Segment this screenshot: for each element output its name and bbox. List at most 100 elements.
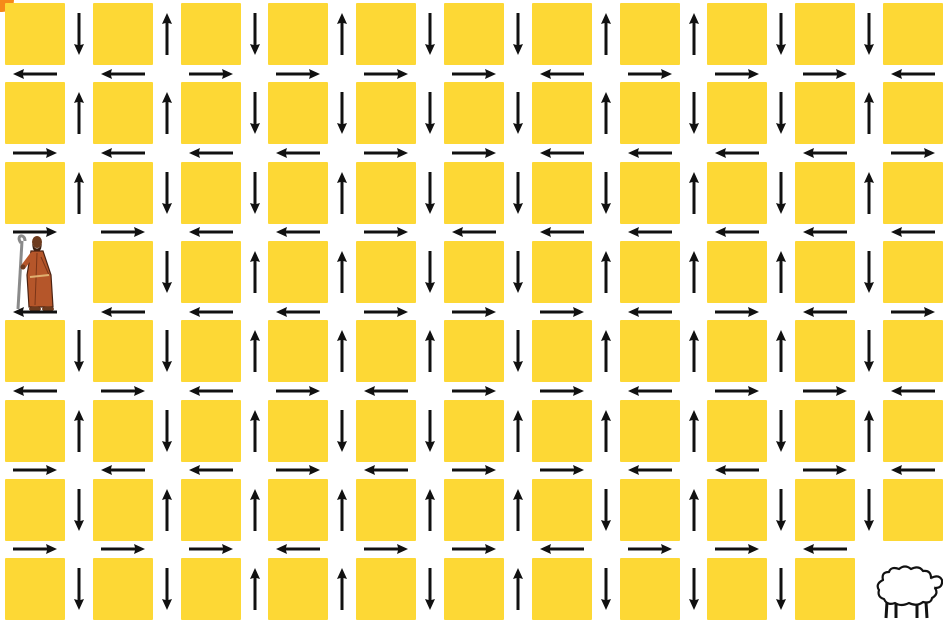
maze-tile[interactable] xyxy=(707,241,767,303)
maze-tile[interactable] xyxy=(707,82,767,144)
arrow-left-icon[interactable] xyxy=(189,148,233,158)
arrow-right-icon[interactable] xyxy=(13,148,57,158)
arrow-down-icon[interactable] xyxy=(776,172,786,214)
arrow-left-icon[interactable] xyxy=(803,227,847,237)
maze-tile[interactable] xyxy=(620,558,680,620)
arrow-left-icon[interactable] xyxy=(803,148,847,158)
maze-tile[interactable] xyxy=(181,479,241,541)
maze-tile[interactable] xyxy=(93,82,153,144)
maze-tile[interactable] xyxy=(356,479,416,541)
maze-tile[interactable] xyxy=(93,479,153,541)
arrow-down-icon[interactable] xyxy=(337,92,347,134)
maze-tile[interactable] xyxy=(532,479,592,541)
arrow-down-icon[interactable] xyxy=(162,330,172,372)
arrow-right-icon[interactable] xyxy=(13,465,57,475)
maze-tile[interactable] xyxy=(268,320,328,382)
maze-tile[interactable] xyxy=(93,162,153,224)
arrow-left-icon[interactable] xyxy=(189,227,233,237)
arrow-right-icon[interactable] xyxy=(891,148,935,158)
arrow-down-icon[interactable] xyxy=(689,92,699,134)
arrow-down-icon[interactable] xyxy=(689,568,699,610)
arrow-down-icon[interactable] xyxy=(513,251,523,293)
arrow-left-icon[interactable] xyxy=(101,148,145,158)
maze-tile[interactable] xyxy=(532,82,592,144)
maze-tile[interactable] xyxy=(707,3,767,65)
arrow-down-icon[interactable] xyxy=(74,489,84,531)
maze-tile[interactable] xyxy=(883,3,943,65)
maze-tile[interactable] xyxy=(356,3,416,65)
maze-tile[interactable] xyxy=(93,558,153,620)
maze-tile[interactable] xyxy=(795,82,855,144)
maze-tile[interactable] xyxy=(5,400,65,462)
arrow-right-icon[interactable] xyxy=(452,465,496,475)
maze-tile[interactable] xyxy=(795,3,855,65)
maze-tile[interactable] xyxy=(5,320,65,382)
maze-tile[interactable] xyxy=(181,558,241,620)
arrow-up-icon[interactable] xyxy=(250,251,260,293)
arrow-down-icon[interactable] xyxy=(776,13,786,55)
maze-tile[interactable] xyxy=(883,400,943,462)
maze-tile[interactable] xyxy=(444,3,504,65)
arrow-right-icon[interactable] xyxy=(891,307,935,317)
arrow-right-icon[interactable] xyxy=(364,69,408,79)
arrow-left-icon[interactable] xyxy=(803,544,847,554)
arrow-left-icon[interactable] xyxy=(628,148,672,158)
maze-tile[interactable] xyxy=(795,400,855,462)
maze-tile[interactable] xyxy=(532,162,592,224)
arrow-right-icon[interactable] xyxy=(13,227,57,237)
sheep-icon[interactable] xyxy=(869,562,943,620)
arrow-down-icon[interactable] xyxy=(776,489,786,531)
maze-tile[interactable] xyxy=(707,320,767,382)
maze-tile[interactable] xyxy=(444,82,504,144)
maze-tile[interactable] xyxy=(268,241,328,303)
arrow-right-icon[interactable] xyxy=(364,227,408,237)
arrow-down-icon[interactable] xyxy=(250,172,260,214)
maze-tile[interactable] xyxy=(444,558,504,620)
arrow-down-icon[interactable] xyxy=(162,568,172,610)
maze-tile[interactable] xyxy=(93,3,153,65)
maze-tile[interactable] xyxy=(883,162,943,224)
arrow-down-icon[interactable] xyxy=(776,410,786,452)
arrow-down-icon[interactable] xyxy=(776,568,786,610)
arrow-up-icon[interactable] xyxy=(864,172,874,214)
arrow-down-icon[interactable] xyxy=(74,13,84,55)
maze-tile[interactable] xyxy=(444,400,504,462)
arrow-right-icon[interactable] xyxy=(276,465,320,475)
arrow-right-icon[interactable] xyxy=(540,386,584,396)
maze-tile[interactable] xyxy=(5,3,65,65)
arrow-up-icon[interactable] xyxy=(689,410,699,452)
maze-tile[interactable] xyxy=(620,320,680,382)
arrow-up-icon[interactable] xyxy=(776,251,786,293)
arrow-left-icon[interactable] xyxy=(628,465,672,475)
maze-tile[interactable] xyxy=(181,241,241,303)
arrow-up-icon[interactable] xyxy=(337,172,347,214)
arrow-left-icon[interactable] xyxy=(540,69,584,79)
maze-tile[interactable] xyxy=(356,162,416,224)
arrow-right-icon[interactable] xyxy=(452,544,496,554)
arrow-up-icon[interactable] xyxy=(776,330,786,372)
arrow-left-icon[interactable] xyxy=(891,69,935,79)
arrow-down-icon[interactable] xyxy=(162,172,172,214)
arrow-down-icon[interactable] xyxy=(337,410,347,452)
arrow-down-icon[interactable] xyxy=(74,568,84,610)
maze-tile[interactable] xyxy=(5,82,65,144)
maze-tile[interactable] xyxy=(532,400,592,462)
maze-tile[interactable] xyxy=(181,400,241,462)
arrow-up-icon[interactable] xyxy=(689,330,699,372)
arrow-up-icon[interactable] xyxy=(689,489,699,531)
arrow-left-icon[interactable] xyxy=(189,465,233,475)
arrow-down-icon[interactable] xyxy=(864,330,874,372)
maze-tile[interactable] xyxy=(268,479,328,541)
arrow-right-icon[interactable] xyxy=(452,69,496,79)
arrow-up-icon[interactable] xyxy=(601,13,611,55)
maze-tile[interactable] xyxy=(707,479,767,541)
arrow-right-icon[interactable] xyxy=(452,148,496,158)
arrow-left-icon[interactable] xyxy=(276,544,320,554)
maze-tile[interactable] xyxy=(93,400,153,462)
maze-tile[interactable] xyxy=(268,162,328,224)
arrow-right-icon[interactable] xyxy=(364,544,408,554)
arrow-down-icon[interactable] xyxy=(601,489,611,531)
arrow-left-icon[interactable] xyxy=(628,307,672,317)
arrow-up-icon[interactable] xyxy=(250,410,260,452)
arrow-up-icon[interactable] xyxy=(425,489,435,531)
